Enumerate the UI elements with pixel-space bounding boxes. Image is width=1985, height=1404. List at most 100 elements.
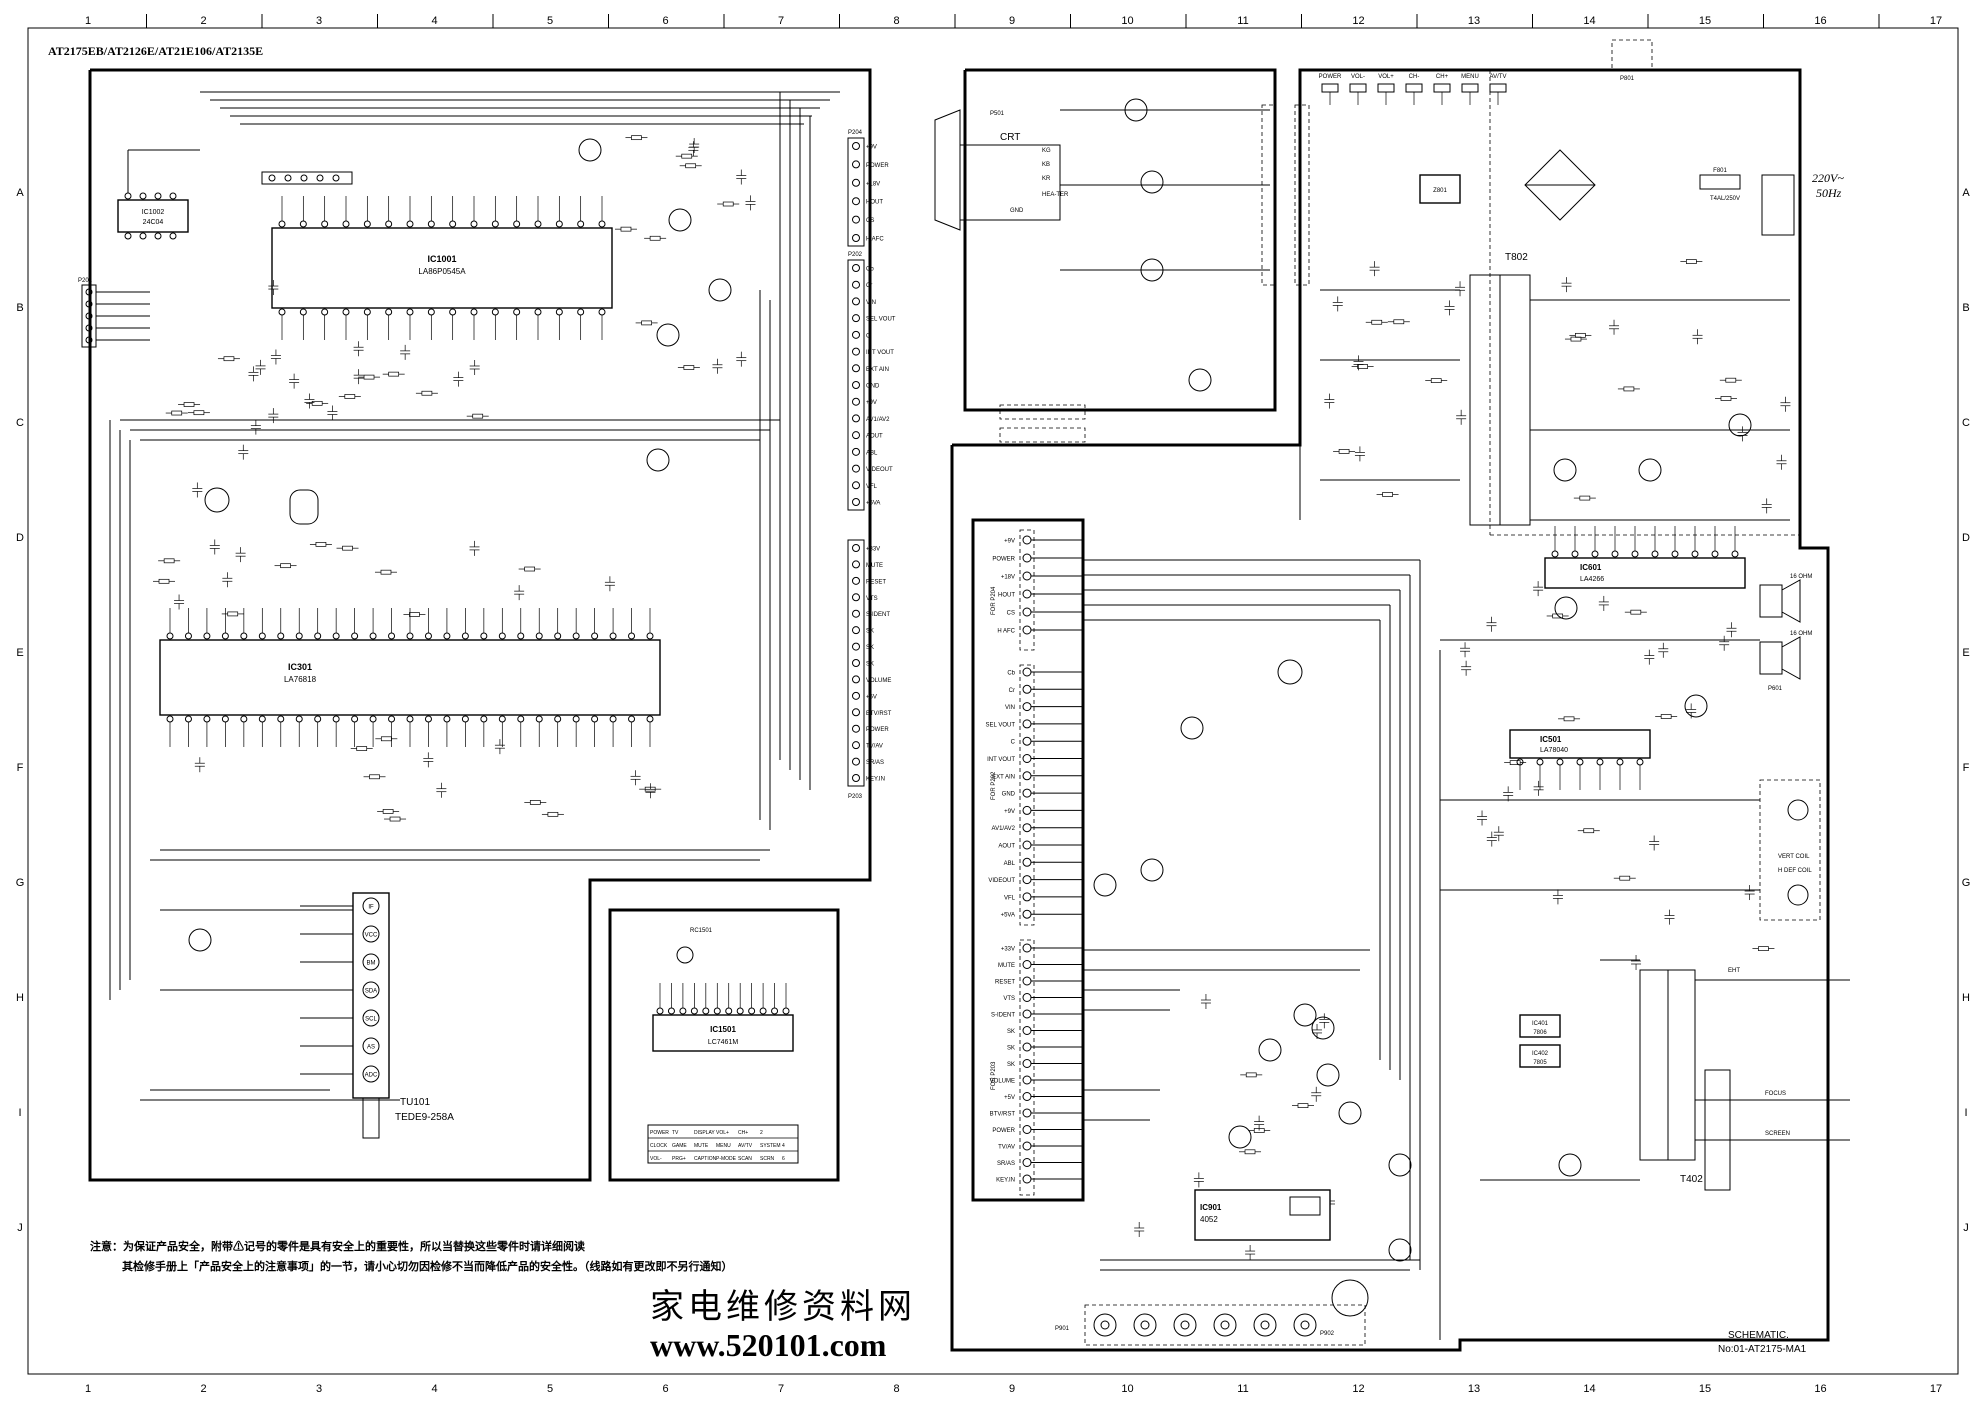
signal-p203_signals-9: +5V <box>866 694 877 700</box>
front-key-ch+: CH+ <box>1436 74 1449 80</box>
grid-col-14: 14 <box>1583 15 1595 27</box>
panel-p202_signals-5: INT VOUT <box>987 757 1015 763</box>
grid-col-bottom-2: 2 <box>200 1383 206 1395</box>
hdef-coil: H DEF COIL <box>1778 868 1812 874</box>
signal-p203_signals-1: MUTE <box>866 563 883 569</box>
signal-p202_signals-0: Cb <box>866 267 874 273</box>
signal-p204_signals-5: H AFC <box>866 237 884 243</box>
grid-row-right-G: G <box>1962 877 1971 889</box>
panel-p204_signals-3: HOUT <box>998 593 1015 599</box>
ic1002-ref: IC1002 <box>142 209 165 216</box>
signal-p202_signals-1: Cr <box>866 283 872 289</box>
panel-p203_signals-5: SK <box>1007 1029 1015 1035</box>
p204-label: P204 <box>848 130 863 136</box>
signal-p202_signals-11: ABL <box>866 450 878 456</box>
grid-col-4: 4 <box>431 15 437 27</box>
panel-p203_signals-1: MUTE <box>998 963 1015 969</box>
grid-row-right-F: F <box>1963 762 1970 774</box>
grid-row-right-I: I <box>1964 1107 1967 1119</box>
p501-label: P501 <box>990 111 1005 117</box>
drawing-frame <box>27 27 1959 1375</box>
signal-p204_signals-3: HOUT <box>866 200 883 206</box>
grid-col-bottom-10: 10 <box>1121 1383 1133 1395</box>
signal-p203_signals-3: VTS <box>866 596 878 602</box>
panel-p202_signals-12: VIDEOUT <box>988 878 1015 884</box>
grid-col-12: 12 <box>1352 15 1364 27</box>
key-4: 4 <box>782 1143 785 1149</box>
ic1501-part: LC7461M <box>708 1039 739 1046</box>
signal-p202_signals-3: SEL VOUT <box>866 317 896 323</box>
signal-p202_signals-7: GND <box>866 384 880 390</box>
model-title: AT2175EB/AT2126E/AT21E106/AT2135E <box>48 44 263 58</box>
crt-kg: KG <box>1042 148 1051 154</box>
signal-p203_signals-12: TV/AV <box>866 744 883 750</box>
grid-col-bottom-16: 16 <box>1814 1383 1826 1395</box>
grid-col-11: 11 <box>1237 15 1248 27</box>
front-key-vol-: VOL- <box>1351 74 1365 80</box>
grid-row-G: G <box>16 877 25 889</box>
signal-p203_signals-8: VOLUME <box>866 678 891 684</box>
panel-label-p204: FOR P204 <box>991 586 997 615</box>
panel-p202_signals-11: ABL <box>1004 861 1016 867</box>
p202-label: P202 <box>848 252 863 258</box>
p201-connector: P201 <box>78 278 150 348</box>
grid-col-7: 7 <box>778 15 784 27</box>
grid-col-17: 17 <box>1930 15 1942 27</box>
key-prg+: PRG+ <box>672 1156 686 1162</box>
panel-p203_signals-0: +33V <box>1001 947 1015 953</box>
panel-p204_signals-5: H AFC <box>997 629 1015 635</box>
signal-p203_signals-4: S-IDENT <box>866 612 890 618</box>
key-tv: TV <box>672 1130 679 1136</box>
vert-coil: VERT COIL <box>1778 854 1810 860</box>
grid-row-C: C <box>16 417 24 429</box>
grid-row-right-D: D <box>1962 532 1970 544</box>
speakers: 16 OHM 16 OHM P601 <box>1759 574 1812 692</box>
grid-col-6: 6 <box>662 15 668 27</box>
key-mute: MUTE <box>694 1143 709 1149</box>
mains-input: 220V~ 50Hz F801 T4AL/250V P801 <box>1611 39 1844 236</box>
ic901-ref: IC901 <box>1200 1203 1222 1212</box>
signal-p204_signals-4: CS <box>866 218 874 224</box>
panel-p203_signals-7: SK <box>1007 1062 1015 1068</box>
mains-freq: 50Hz <box>1816 186 1842 200</box>
footer-block: SCHEMATIC. No:01-AT2175-MA1 <box>1718 1330 1807 1355</box>
signal-p202_signals-13: VFL <box>866 484 878 490</box>
panel-p202_signals-4: C <box>1011 740 1016 746</box>
ic601-ref: IC601 <box>1580 563 1602 572</box>
panel-label-p203: FOR P203 <box>991 1061 997 1090</box>
ic501-part: LA78040 <box>1540 747 1568 754</box>
crt-kb: KB <box>1042 162 1050 168</box>
panel-p204_signals-2: +18V <box>1001 575 1015 581</box>
grid-row-right-B: B <box>1962 302 1969 314</box>
panel-p202_signals-13: VFL <box>1004 895 1016 901</box>
grid-col-bottom-15: 15 <box>1699 1383 1711 1395</box>
panel-p202_signals-14: +5VA <box>1001 913 1015 919</box>
crt-board: CRT KG KB KR HEA-TER GND P501 <box>934 68 1310 443</box>
safety-note: 注意：为保证产品安全，附带⚠记号的零件是具有安全上的重要性，所以当替换这些零件时… <box>90 1239 733 1273</box>
ic901-part: 4052 <box>1200 1215 1218 1224</box>
key-power: POWER <box>650 1130 669 1136</box>
grid-col-bottom-14: 14 <box>1583 1383 1595 1395</box>
panel-p202_signals-2: VIN <box>1005 705 1015 711</box>
panel-label-p202: FOR P202 <box>991 771 997 800</box>
right-routing-wires <box>1083 289 1790 1340</box>
front-key-ch-: CH- <box>1409 74 1420 80</box>
grid-col-3: 3 <box>316 15 322 27</box>
key-scan: SCAN <box>738 1156 752 1162</box>
panel-p204_signals-1: POWER <box>992 557 1015 563</box>
key-game: GAME <box>672 1143 687 1149</box>
note-line-2: 其检修手册上「产品安全上的注意事项」的一节，请小心切勿因检修不当而降低产品的安全… <box>122 1259 733 1273</box>
key-vol-: VOL- <box>650 1156 662 1162</box>
tuner-ref: TU101 <box>400 1097 430 1108</box>
signal-p202_signals-4: C <box>866 333 871 339</box>
grid-col-bottom-9: 9 <box>1009 1383 1015 1395</box>
ic501-vertical: IC501 LA78040 <box>1509 729 1651 790</box>
grid-row-right-E: E <box>1962 647 1969 659</box>
bridge-rectifier <box>1524 149 1596 221</box>
signal-p203_signals-13: SR/AS <box>866 760 884 766</box>
